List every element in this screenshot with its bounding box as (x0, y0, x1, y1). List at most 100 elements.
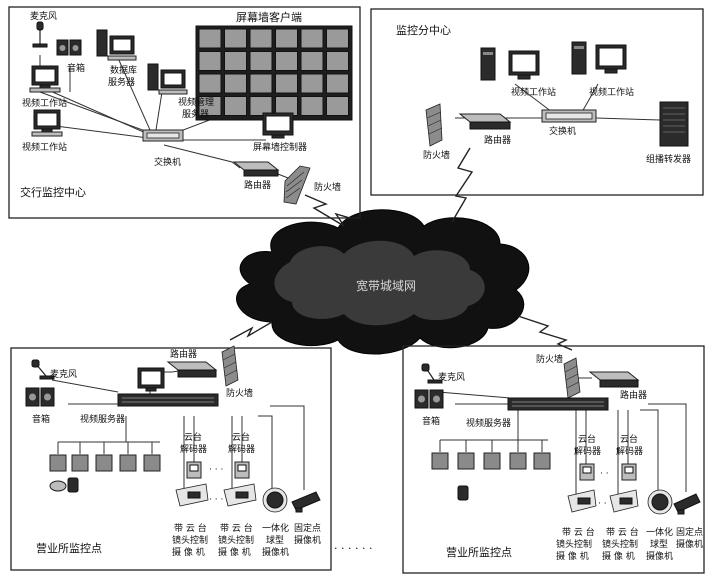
workstation-icon (29, 65, 61, 93)
video-server-icon (507, 397, 609, 411)
wall-screen-tile (300, 73, 324, 94)
wall-screen-tile (300, 51, 324, 71)
rack-server-icon (659, 101, 689, 147)
server-computer-icon (147, 63, 188, 95)
site-left-dots-2: · · · (209, 495, 223, 505)
site-left-cam3-label-3: 摄像机 (262, 546, 289, 558)
monitor-icon (137, 367, 165, 392)
site-left-frame (10, 347, 332, 571)
router-icon (588, 371, 640, 388)
site-left-cam3-label-2: 球型 (266, 534, 284, 546)
speaker-icon (25, 387, 55, 407)
tower-pc-icon (571, 41, 587, 75)
site-left-cam2-label-2: 镜头控制 (218, 534, 254, 546)
site-right-decoder1-label-2: 解码器 (574, 445, 601, 457)
wall-screen-tile (249, 51, 273, 71)
wall-screen-tile (249, 96, 273, 116)
decoder-icon (621, 463, 637, 481)
decoder-icon (186, 461, 202, 479)
site-left-decoder1-label-2: 解码器 (180, 443, 207, 455)
alarm-sensor-icon (533, 452, 551, 470)
decoder-icon (234, 461, 250, 479)
speaker-icon (56, 39, 82, 56)
site-right-cam3-label-3: 摄像机 (646, 550, 673, 562)
wall-screen-tile (198, 73, 222, 94)
link-siteleft-wan (229, 321, 273, 341)
center-mic-label: 麦克风 (30, 10, 57, 22)
wall-screen-tile (275, 28, 298, 49)
center-router-label: 路由器 (244, 179, 271, 191)
alarm-sensor-icon (71, 454, 89, 472)
branch-frame (370, 8, 704, 196)
workstation-icon (31, 109, 63, 137)
center-db-label-1: 数据库 (110, 64, 137, 76)
ptz-camera-icon (175, 483, 209, 507)
dome-camera-icon (647, 489, 673, 515)
monitor-icon (262, 112, 294, 139)
center-ws1-label: 视频工作站 (22, 97, 67, 109)
wan-links (229, 147, 573, 351)
site-right-cam2-label-1: 带 云 台 (606, 526, 639, 538)
wall-screen-tile (249, 28, 273, 49)
branch-ws2-label: 视频工作站 (589, 86, 634, 98)
branch-router-label: 路由器 (484, 134, 511, 146)
link-center-wan (304, 194, 351, 227)
branch-panel: 视频工作站 视频工作站 交换机 路由器 (370, 8, 704, 196)
site-left-decoder2-label-1: 云台 (232, 431, 250, 443)
branch-multicast-label: 组播转发器 (646, 153, 691, 165)
alarm-sensor-row (431, 452, 551, 470)
wall-screen-tile (249, 73, 273, 94)
alarm-sensor-icon (431, 452, 449, 470)
wall-screen-tile (326, 51, 349, 71)
alarm-sensor-icon (49, 454, 67, 472)
branch-title: 监控分中心 (396, 23, 451, 37)
alarm-sensor-icon (457, 452, 475, 470)
wall-screen-tile (224, 96, 247, 116)
site-left-firewall-label: 防火墙 (226, 387, 253, 399)
alarm-keypad-icon (457, 485, 469, 501)
wall-screen-tile (224, 51, 247, 71)
center-wall-label: 屏幕墙客户端 (236, 10, 302, 24)
firewall-icon (221, 345, 239, 387)
wan-label: 宽带城域网 (356, 278, 416, 293)
site-right-cam1-label-2: 镜头控制 (556, 538, 592, 550)
wan-cloud: 宽带城域网 (236, 209, 530, 355)
alarm-sensor-icon (119, 454, 137, 472)
site-left-wires (51, 367, 305, 492)
video-server-icon (117, 393, 219, 407)
site-right-cam4-label-2: 摄像机 (676, 538, 703, 550)
link-siteright-wan (517, 315, 573, 351)
site-left-cam3-label-1: 一体化 (262, 522, 289, 534)
center-mgmt-label-1: 视频管理 (178, 96, 214, 108)
site-right-cam2-label-3: 摄 像 机 (602, 550, 635, 562)
center-firewall-label: 防火墙 (314, 181, 341, 193)
site-right-cam3-label-2: 球型 (650, 538, 668, 550)
site-right-firewall-label: 防火墙 (536, 353, 563, 365)
wall-screen-tile (326, 28, 349, 49)
site-right-cam2-label-2: 镜头控制 (602, 538, 638, 550)
site-left-dots-1: · · · (209, 465, 223, 475)
alarm-sensor-icon (143, 454, 161, 472)
site-left-title: 营业所监控点 (36, 541, 102, 555)
wall-screen-tile (300, 96, 324, 116)
branch-ws1-label: 视频工作站 (511, 86, 556, 98)
alarm-sensor-icon (509, 452, 527, 470)
center-panel: 麦克风 音箱 视频工作站 视频工作站 (8, 6, 361, 219)
site-right-cam1-label-1: 带 云 台 (562, 526, 595, 538)
site-left-decoder2-label-2: 解码器 (228, 443, 255, 455)
link-branch-wan (451, 147, 474, 223)
mic-icon (32, 21, 48, 48)
wall-screen-tile (224, 73, 247, 94)
monitor-icon (508, 50, 540, 80)
router-icon (166, 361, 218, 378)
tower-pc-icon (480, 47, 496, 81)
site-left-decoder1-label-1: 云台 (184, 431, 202, 443)
site-left-cam1-label-2: 镜头控制 (172, 534, 208, 546)
fixed-camera-icon (673, 493, 701, 515)
site-left-mic-label: 麦克风 (50, 368, 77, 380)
wall-screen-tile (275, 51, 298, 71)
ptz-camera-icon (567, 489, 597, 513)
site-left-cam2-label-1: 带 云 台 (220, 522, 253, 534)
site-left-router-label: 路由器 (170, 348, 197, 360)
dome-camera-icon (262, 487, 288, 513)
